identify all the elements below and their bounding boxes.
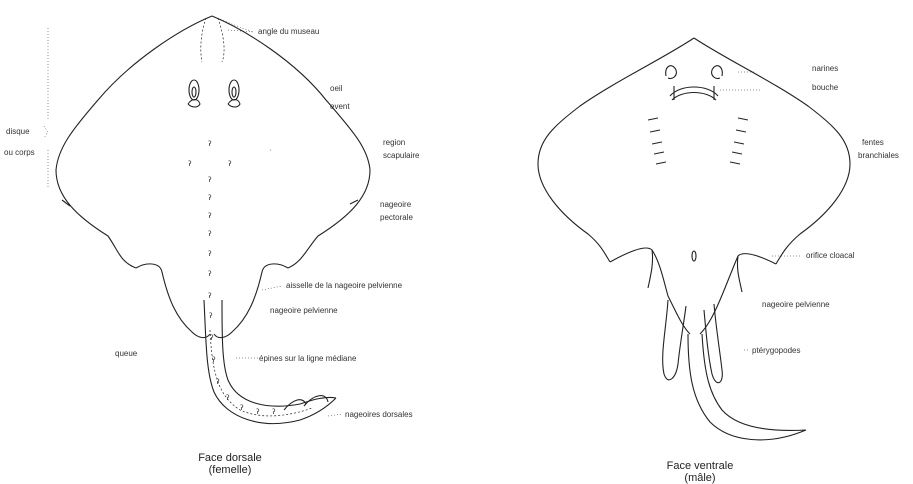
svg-text:ʔ: ʔ [228,160,232,168]
ventral-nostril-right [712,66,723,79]
svg-text:ʔ: ʔ [208,250,212,258]
label-mouth: bouche [812,83,838,93]
label-disc-line1: disque [6,127,30,137]
label-nostrils: narines [812,64,838,74]
dorsal-spiracle-right [228,100,240,108]
ventral-pelvic-fin-right [737,254,776,292]
label-midline-spines: épines sur la ligne médiane [259,354,356,364]
svg-text:ʔ: ʔ [208,292,212,300]
label-disc-line2: ou corps [4,148,35,158]
dorsal-disc-outline [56,16,370,268]
svg-text:ʔ: ʔ [208,212,212,220]
disc-bracket [44,28,48,188]
ventral-clasper-right [704,304,722,383]
label-scapular-line2: scapulaire [383,151,419,161]
ventral-ray-drawing [538,38,850,440]
label-pelvic-axil: aisselle de la nageoire pelvienne [286,281,402,291]
svg-text:ʔ: ʔ [188,160,192,168]
label-snout-angle: angle du museau [258,27,319,37]
svg-text:ʔ: ʔ [256,408,260,416]
cloacal-opening [692,251,696,261]
caption-ventral-subtitle: (mâle) [630,472,770,484]
svg-text:ʔ: ʔ [208,270,212,278]
label-dorsal-fins: nageoires dorsales [345,410,413,420]
caption-ventral-title: Face ventrale [630,460,770,472]
ventral-mouth [670,86,718,100]
label-gill-line1: fentes [862,138,884,148]
dorsal-pelvic-fin-left [136,264,210,338]
gill-slits [648,118,748,164]
ventral-pelvic-fin-left [610,248,653,288]
dorsal-pelvic-fin-right [214,264,288,338]
ventral-disc-outline [538,38,850,264]
svg-text:ʔ: ʔ [208,140,212,148]
label-cloacal-opening: orifice cloacal [806,251,854,261]
svg-text:ʔ: ʔ [216,378,220,386]
label-pectoral-line2: pectorale [380,213,413,223]
label-pterygopods: ptérygopodes [752,346,800,356]
label-dorsal-pelvic-fin: nageoire pelvienne [270,306,338,316]
caption-dorsal-title: Face dorsale [160,452,300,464]
label-eye: oeil [330,84,342,94]
ventral-nostril-left [666,66,677,79]
svg-text:ʔ: ʔ [272,408,276,416]
dorsal-spiracle-left [188,100,200,108]
svg-text:ʔ: ʔ [209,312,213,320]
svg-text:ʔ: ʔ [208,194,212,202]
label-scapular-line1: region [383,138,405,148]
svg-text:ʔ: ʔ [240,404,244,412]
svg-text:ʔ: ʔ [208,230,212,238]
label-spiracle: event [330,102,350,112]
caption-dorsal-subtitle: (femelle) [160,464,300,476]
ventral-clasper-left [663,300,686,380]
svg-text:ʔ: ʔ [210,334,214,342]
svg-text:ʔ: ʔ [208,176,212,184]
label-tail: queue [115,349,137,359]
dorsal-midline-spines: ʔ ʔ ʔ ʔ ʔ ʔ ʔ ʔ ʔ ʔ ʔ ʔ ʔ ʔ ʔ ʔ ʔ ʔ [188,140,276,416]
svg-text:ʔ: ʔ [212,356,216,364]
label-gill-line2: branchiales [858,151,899,161]
label-pectoral-line1: nageoire [380,200,411,210]
label-ventral-pelvic-fin: nageoire pelvienne [762,300,830,310]
svg-text:ʔ: ʔ [226,394,230,402]
